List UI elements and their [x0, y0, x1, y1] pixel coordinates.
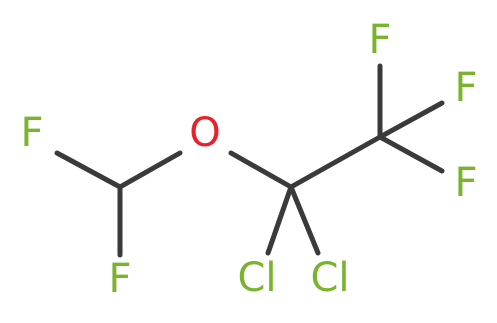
atoms-group: F F O Cl Cl F F F [20, 17, 477, 302]
bond-c1-o1 [117, 150, 183, 190]
atom-f4-label: F [454, 65, 477, 111]
bond-c2-c3 [288, 134, 383, 190]
bond-o1-c2 [228, 150, 294, 190]
atom-o1-label: O [189, 110, 220, 156]
atom-f5-label: F [454, 160, 477, 206]
bond-c3-f4 [377, 100, 445, 140]
bond-c2-cl1 [265, 184, 294, 256]
atom-f2-label: F [108, 256, 131, 302]
atom-cl1-label: Cl [237, 255, 276, 301]
bond-c3-f5 [377, 134, 445, 174]
bonds-group [54, 63, 445, 258]
atom-cl2-label: Cl [310, 255, 349, 301]
bond-f1-c1 [54, 150, 123, 190]
atom-f3-label: F [368, 17, 391, 63]
atom-f1-label: F [20, 110, 43, 156]
bond-c2-cl2 [288, 184, 321, 256]
